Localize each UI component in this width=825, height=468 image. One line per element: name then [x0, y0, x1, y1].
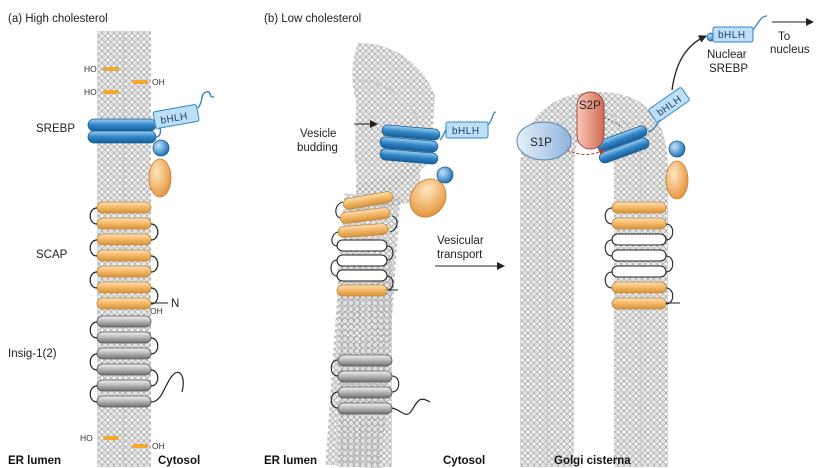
scap-label-a: SCAP	[36, 249, 68, 261]
nuclear-srebp: bHLH Nuclear SREBP	[672, 16, 767, 90]
er-lumen-label-b: ER lumen	[264, 455, 317, 467]
to-nucleus-annotation: To nucleus	[770, 22, 813, 56]
panel-b: (b) Low cholesterol bHLH Vesicle budding	[264, 13, 813, 468]
cytosol-label-a: Cytosol	[158, 455, 200, 467]
bhlh-label-b: bHLH	[452, 126, 480, 137]
svg-text:transport: transport	[437, 249, 483, 261]
svg-text:nucleus: nucleus	[770, 44, 810, 56]
svg-text:To: To	[778, 31, 790, 43]
svg-text:OH: OH	[150, 306, 163, 316]
svg-text:OH: OH	[152, 441, 165, 451]
er-lumen-label-a: ER lumen	[8, 455, 61, 467]
svg-text:HO: HO	[84, 64, 97, 74]
panel-a: (a) High cholesterol HO OH HO OH HO OH	[8, 13, 214, 467]
s1p-label: S1P	[530, 137, 552, 149]
svg-text:Vesicle: Vesicle	[300, 128, 336, 140]
panel-a-title: (a) High cholesterol	[8, 13, 108, 25]
insig-a: Insig-1(2)	[8, 316, 183, 407]
vesicular-transport-annotation: Vesicular transport	[435, 235, 504, 266]
n-terminus-label: N	[171, 298, 179, 310]
panel-b-title: (b) Low cholesterol	[264, 13, 361, 25]
svg-text:HO: HO	[84, 87, 97, 97]
svg-text:Vesicular: Vesicular	[437, 235, 484, 247]
golgi-label: Golgi cisterna	[554, 455, 631, 467]
insig-label-a: Insig-1(2)	[8, 348, 57, 360]
cytosol-label-b: Cytosol	[443, 455, 485, 467]
bhlh-label-nuclear: bHLH	[718, 30, 746, 41]
s2p-label: S2P	[579, 100, 601, 112]
svg-text:budding: budding	[297, 142, 338, 154]
svg-text:OH: OH	[152, 77, 165, 87]
nuclear-srebp-line2: SREBP	[709, 63, 748, 75]
nuclear-srebp-line1: Nuclear	[707, 49, 747, 61]
svg-text:HO: HO	[80, 433, 93, 443]
srebp-label-a: SREBP	[36, 123, 75, 135]
